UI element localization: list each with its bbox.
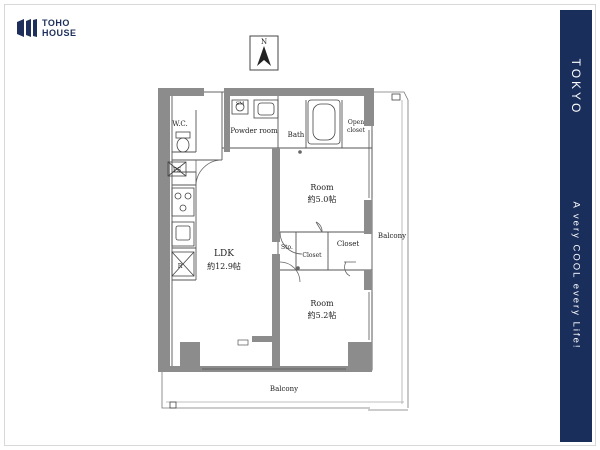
sidebar-band: TOKYO A very COOL every Life! (560, 10, 592, 442)
label-room-1-size: 約5.0帖 (308, 194, 337, 204)
balcony-outline (161, 91, 409, 411)
bathtub-icon (307, 99, 341, 145)
label-ps: PS (173, 167, 181, 174)
label-room-1: Room (310, 183, 334, 192)
fixtures (167, 93, 401, 409)
label-sm: SM (236, 101, 245, 107)
compass-icon: N (249, 35, 279, 71)
ps-box-icon (167, 161, 187, 177)
label-storage: Sto. (281, 244, 293, 251)
label-open-closet-2: closet (347, 127, 366, 134)
washer-icon (231, 99, 249, 115)
doors (195, 159, 356, 283)
label-closet-1: Closet (302, 252, 322, 259)
fridge-icon (171, 251, 195, 277)
label-balcony-bottom: Balcony (270, 385, 298, 393)
brand-line-2: HOUSE (42, 28, 77, 38)
label-balcony-right: Balcony (378, 232, 406, 240)
compass-north-label: N (261, 38, 267, 46)
label-room-2: Room (310, 299, 334, 308)
label-ldk: LDK (214, 249, 234, 259)
brand-logo: TOHO HOUSE (16, 16, 106, 42)
sensor-marks (237, 150, 302, 346)
label-room-2-size: 約5.2帖 (308, 310, 337, 320)
label-fridge: R (178, 263, 183, 270)
washbasin-icon (253, 99, 279, 119)
toilet-icon (176, 137, 190, 153)
brand-line-1: TOHO (42, 18, 70, 28)
windows (202, 130, 373, 370)
label-open-closet-1: Open (348, 119, 364, 126)
kitchen-sink-icon (171, 221, 195, 247)
label-closet-2: Closet (337, 240, 360, 248)
label-powder-room: Powder room (230, 127, 278, 135)
label-bath: Bath (288, 131, 305, 139)
page-frame (4, 4, 596, 446)
label-ldk-size: 約12.9帖 (207, 261, 241, 271)
brand-mark-icon (17, 19, 37, 37)
stove-icon (171, 187, 195, 217)
label-wc: W.C. (172, 120, 188, 128)
